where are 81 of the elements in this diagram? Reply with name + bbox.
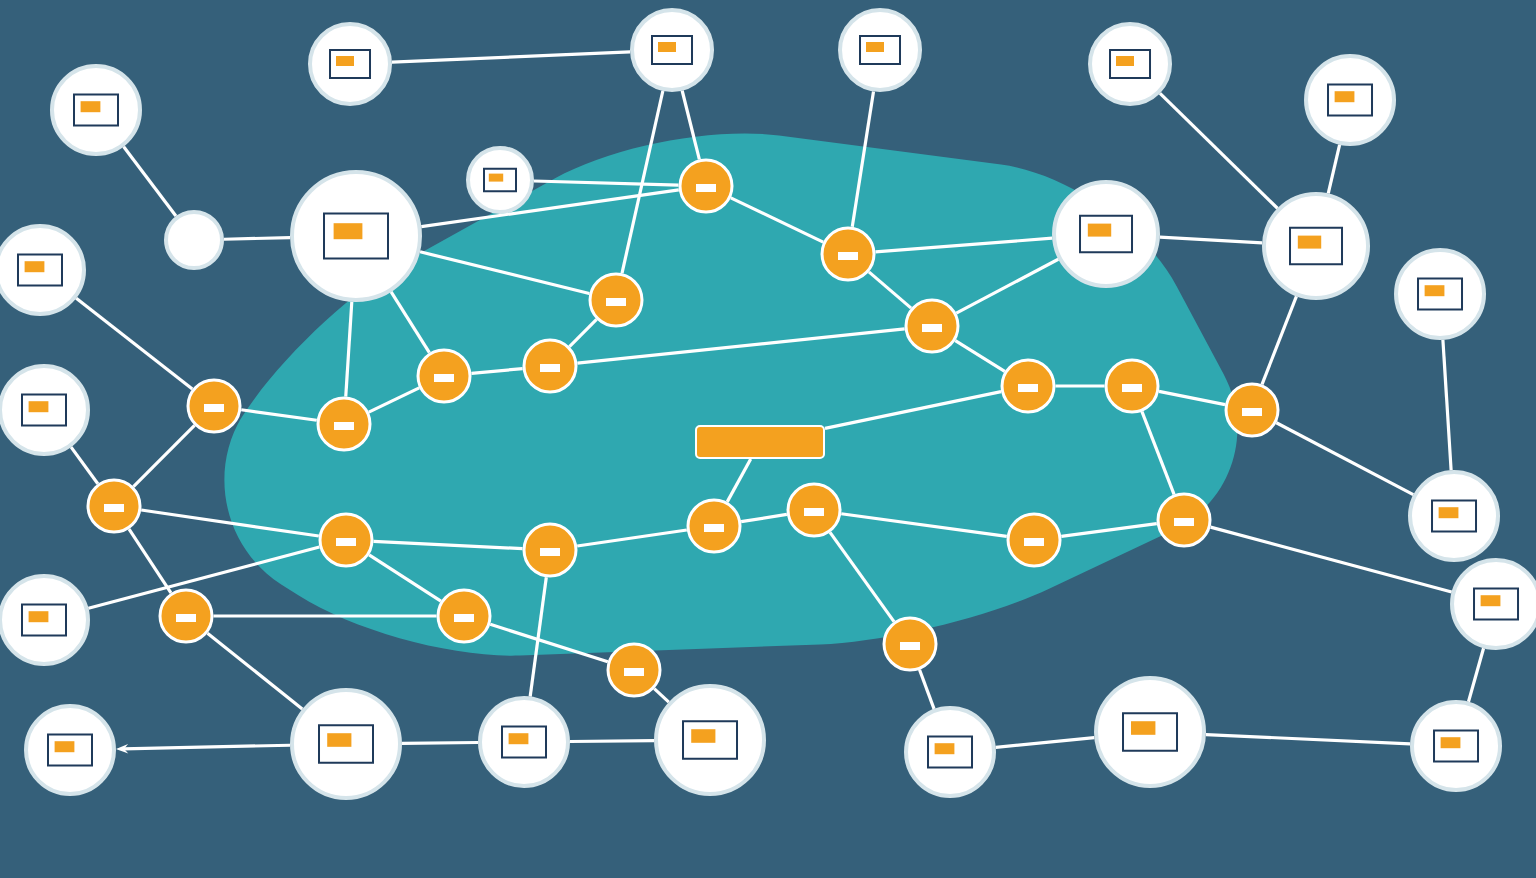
dot-node: [86, 478, 142, 534]
dot-node: [522, 338, 578, 394]
dot-node: [318, 512, 374, 568]
connector-line: [132, 424, 196, 488]
dot-node: [904, 298, 960, 354]
dot-node: [1156, 492, 1212, 548]
connector-line: [368, 386, 420, 414]
connector-line: [725, 458, 753, 503]
connector-line: [828, 531, 896, 623]
connector-line: [421, 188, 679, 229]
connector-line: [391, 50, 631, 64]
connector-line: [1275, 421, 1415, 497]
dot-node: [1104, 358, 1160, 414]
connector-line: [577, 528, 688, 548]
connector-line: [373, 539, 523, 551]
connector-line: [1260, 295, 1298, 385]
connector-line: [1055, 384, 1105, 388]
connector-line: [875, 236, 1053, 254]
connector-line: [533, 179, 679, 187]
connector-line: [570, 739, 655, 744]
connector-line: [577, 327, 905, 365]
connector-line: [954, 339, 1006, 373]
connector-line: [75, 297, 194, 391]
icon-circle: [164, 210, 224, 270]
connector-line: [69, 446, 100, 485]
connector-line: [223, 236, 291, 241]
dot-node: [1000, 358, 1056, 414]
connector-line: [213, 614, 437, 618]
dot-node: [522, 522, 578, 578]
connector-line: [867, 270, 913, 310]
connector-line: [918, 669, 936, 710]
connector-line: [680, 90, 701, 160]
dot-node: [316, 396, 372, 452]
connector-line: [140, 508, 320, 538]
dot-node: [606, 642, 662, 698]
connector-line: [88, 545, 320, 610]
connector-line: [653, 687, 670, 704]
dot-node: [416, 348, 472, 404]
dot-node: [820, 226, 876, 282]
connector-line: [241, 408, 317, 422]
connector-line: [368, 553, 442, 603]
connector-line: [1158, 389, 1226, 407]
connector-line: [730, 196, 824, 244]
connector-line: [1158, 92, 1279, 210]
dot-node: [158, 588, 214, 644]
connector-line: [528, 577, 548, 697]
dot-node: [686, 498, 742, 554]
connector-line: [402, 740, 479, 745]
dot-node: [588, 272, 644, 328]
connector-line: [419, 250, 590, 295]
dot-node: [436, 588, 492, 644]
connector-line: [489, 622, 609, 664]
connector-line: [127, 528, 173, 594]
connector-line: [850, 91, 876, 228]
dot-node: [1224, 382, 1280, 438]
connector-line: [620, 90, 665, 274]
dot-node: [678, 158, 734, 214]
connector-line: [955, 257, 1059, 315]
dot-node: [786, 482, 842, 538]
connector-line: [206, 631, 304, 711]
connector-line: [1210, 525, 1452, 594]
connector-line: [122, 145, 178, 217]
banner-box: [695, 425, 825, 459]
connector-line: [568, 318, 598, 348]
connector-line: [1326, 144, 1342, 194]
connector-line: [1140, 411, 1176, 495]
connector-line: [1466, 647, 1486, 703]
connector-line: [995, 736, 1095, 750]
connector-line: [740, 512, 788, 524]
connector-line: [1061, 522, 1157, 538]
dot-node: [882, 616, 938, 672]
dot-node: [186, 378, 242, 434]
connector-line: [344, 301, 354, 397]
connector-line: [1159, 235, 1263, 245]
connector-line: [471, 367, 523, 376]
connector-line: [824, 390, 1002, 430]
connector-line: [389, 291, 431, 354]
connector-line: [841, 512, 1007, 538]
connector-line: [1205, 732, 1411, 746]
connector-line: [1441, 339, 1453, 471]
dot-node: [1006, 512, 1062, 568]
